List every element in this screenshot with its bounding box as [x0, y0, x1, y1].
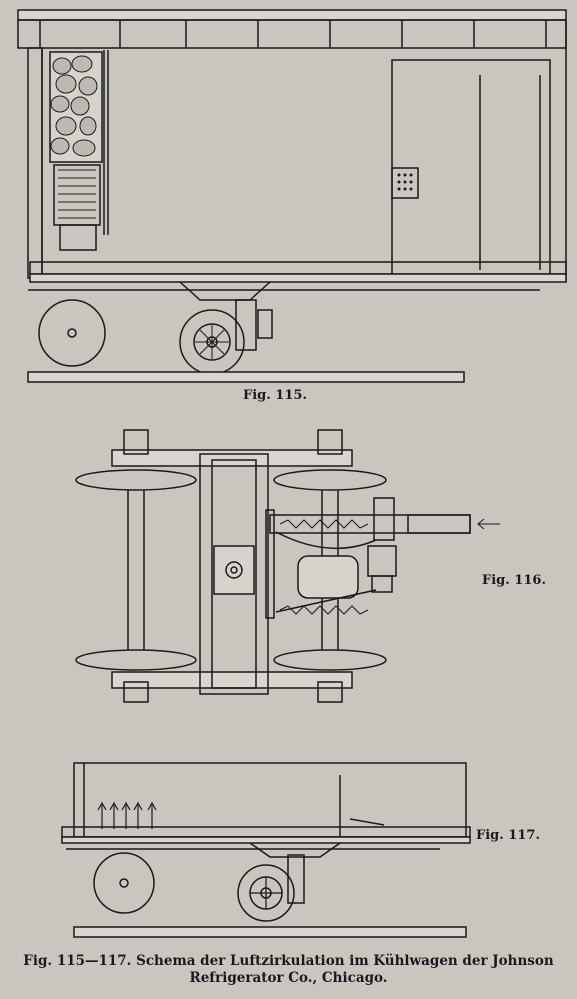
caption-line-1: Fig. 115—117. Schema der Luftzirkulation… — [23, 953, 554, 969]
figure-117-car-side-section — [0, 755, 577, 950]
figure-117-label: Fig. 117. — [476, 828, 540, 843]
figure-116-label: Fig. 116. — [482, 573, 546, 588]
figure-116-axle-plan — [0, 420, 577, 705]
caption-line-2: Refrigerator Co., Chicago. — [189, 970, 388, 986]
figure-caption: Fig. 115—117. Schema der Luftzirkulation… — [20, 953, 557, 987]
figure-115-label: Fig. 115. — [243, 388, 307, 403]
figure-115-car-side-section — [0, 0, 577, 385]
